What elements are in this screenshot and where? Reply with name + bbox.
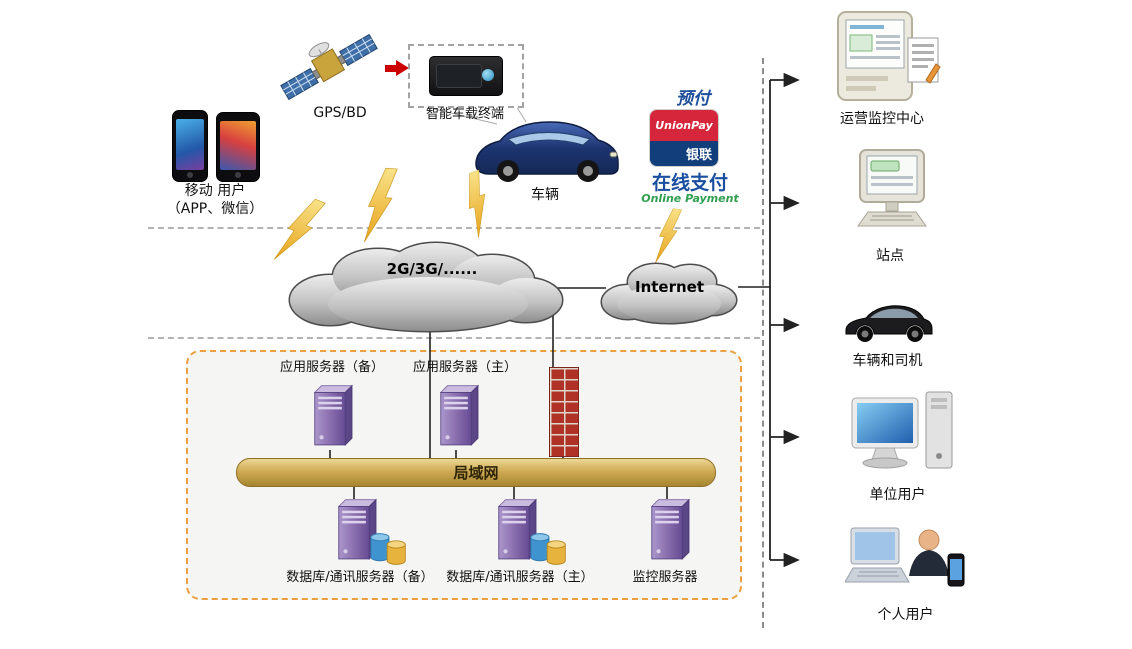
- vehicle-label: 车辆: [531, 187, 559, 203]
- terminal-callout-box: [408, 44, 524, 108]
- app-server-main-icon: [432, 384, 480, 450]
- monitoring-center-icon: [837, 11, 941, 101]
- online-payment-cn-label: 在线支付: [651, 172, 728, 194]
- lan-links: [329, 450, 668, 499]
- app-server-backup-icon: [306, 384, 354, 450]
- station-terminal-icon: [857, 149, 927, 227]
- red-arrow-bar: [385, 65, 396, 72]
- phone-screen: [176, 119, 204, 170]
- smartphone-icon: [172, 110, 208, 182]
- firewall-icon: [549, 367, 579, 457]
- satellite-icon: [280, 33, 378, 101]
- personal-users-label: 个人用户: [877, 607, 934, 623]
- sedan-car-icon: [845, 305, 933, 342]
- prepaid-label: 预付: [676, 89, 710, 109]
- person-computer-icon: [845, 527, 965, 587]
- terminal-label: 智能车载终端: [425, 107, 504, 122]
- smartphone-icon: [216, 112, 260, 182]
- unionpay-brand-cn: 银联: [650, 140, 718, 166]
- internet-cloud: [600, 262, 738, 325]
- monitor-server-icon: [643, 498, 691, 564]
- mobile-cloud-label: 2G/3G/......: [386, 260, 478, 278]
- terminal-led: [482, 69, 494, 81]
- minivan-icon: [475, 121, 619, 182]
- desktop-computer-icon: [851, 391, 953, 469]
- mobile-network-cloud: [288, 241, 564, 333]
- gps-label: GPS/BD: [313, 105, 367, 121]
- org-users-label: 单位用户: [869, 487, 926, 503]
- internet-cloud-label: Internet: [634, 278, 705, 296]
- mobile-users-line1: 移动 用户: [184, 183, 246, 199]
- online-payment-en-label: Online Payment: [641, 192, 739, 205]
- database-cylinders-icon: [368, 530, 410, 568]
- app-server-main-label: 应用服务器（主）: [412, 360, 517, 375]
- red-arrow-icon: [396, 60, 409, 76]
- separator-top: [148, 227, 760, 229]
- station-label: 站点: [876, 248, 904, 264]
- app-server-backup-label: 应用服务器（备）: [279, 360, 384, 375]
- mobile-users-label: 移动 用户 （APP、微信）: [140, 182, 290, 218]
- lan-bus: 局域网: [236, 458, 716, 487]
- phone-screen: [220, 121, 256, 170]
- ops-center-label: 运营监控中心: [840, 111, 924, 127]
- db-server-backup-label: 数据库/通讯服务器（备）: [286, 570, 434, 585]
- database-cylinders-icon: [528, 530, 570, 568]
- phone-home-button: [187, 172, 193, 178]
- mobile-users-line2: （APP、微信）: [166, 201, 264, 218]
- separator-right: [762, 58, 764, 628]
- terminal-face: [436, 64, 482, 88]
- unionpay-brand-en: UnionPay: [650, 110, 718, 141]
- vehicles-drivers-label: 车辆和司机: [852, 353, 923, 369]
- separator-middle: [148, 337, 760, 339]
- lan-label: 局域网: [453, 464, 499, 482]
- right-distribution-trunk: [769, 72, 800, 568]
- phone-home-button: [235, 172, 241, 178]
- unionpay-logo: UnionPay 银联: [650, 110, 718, 166]
- vehicle-terminal-icon: [429, 56, 503, 96]
- db-server-main-label: 数据库/通讯服务器（主）: [446, 570, 594, 585]
- monitor-server-label: 监控服务器: [632, 570, 698, 585]
